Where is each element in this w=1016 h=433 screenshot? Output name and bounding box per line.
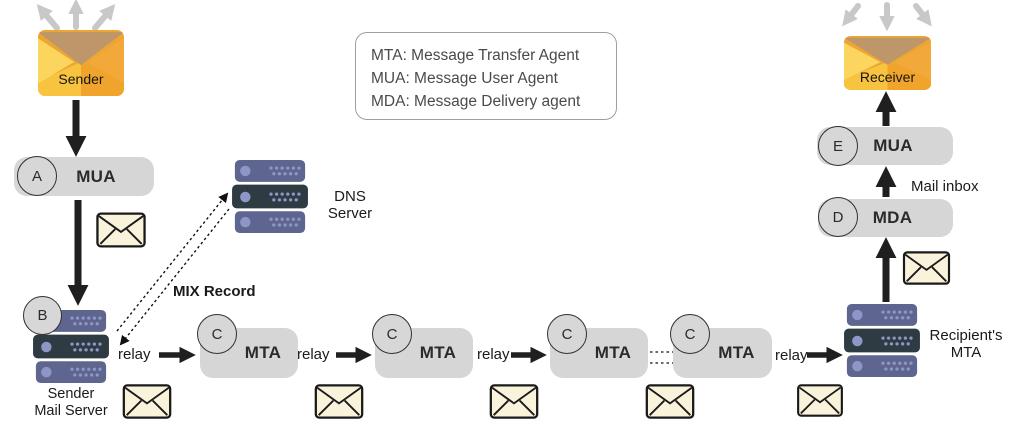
node-label: MTA: [718, 343, 755, 362]
node-label: MTA: [419, 343, 457, 362]
outgoing-arrows-icon: [36, 0, 116, 31]
node-mta-3: C MTA: [547, 314, 648, 378]
mix-record-label: MIX Record: [173, 283, 256, 300]
step-badge-c4: C: [670, 314, 710, 354]
recipient-server-label: Recipient's MTA: [929, 327, 1003, 361]
node-label: MUA: [873, 136, 913, 155]
step-badge-c3: C: [547, 314, 587, 354]
sender-label: Sender: [58, 71, 104, 87]
node-mta-2: C MTA: [372, 314, 473, 378]
step-letter: D: [832, 208, 844, 226]
mail-envelope-icon: [795, 384, 845, 422]
mail-inbox-label: Mail inbox: [911, 178, 979, 195]
relay-label-4: relay: [775, 347, 808, 364]
node-mua-sender: A MUA: [14, 156, 154, 196]
step-badge-c1: C: [197, 314, 237, 354]
relay-label-1: relay: [118, 346, 151, 363]
mail-envelope-icon: [314, 384, 364, 424]
step-badge-e: E: [818, 126, 858, 166]
incoming-arrows-icon: [842, 2, 932, 32]
legend-line-mua: MUA: Message User Agent: [371, 70, 558, 87]
mail-envelope-icon: [645, 384, 695, 424]
step-badge-a: A: [17, 156, 57, 196]
node-mda: D MDA: [818, 197, 953, 237]
step-badge-d: D: [818, 197, 858, 237]
recipient-mta-server-icon: [844, 304, 920, 378]
node-mta-4: C MTA: [670, 314, 772, 378]
receiver-label: Receiver: [859, 69, 916, 85]
dns-server-icon: [232, 160, 308, 234]
relay-label-2: relay: [297, 346, 330, 363]
mail-envelope-icon: [122, 384, 172, 424]
node-mua-receiver: E MUA: [817, 126, 953, 166]
node-label: MUA: [76, 166, 116, 186]
step-letter: C: [684, 325, 696, 343]
step-badge-b: B: [23, 296, 62, 335]
node-label: MTA: [244, 343, 282, 362]
dotted-link: [650, 351, 673, 364]
mail-envelope-icon: [489, 384, 539, 424]
legend-line-mta: MTA: Message Transfer Agent: [371, 47, 580, 64]
step-letter: B: [37, 307, 48, 324]
legend-line-mda: MDA: Message Delivery agent: [371, 93, 581, 110]
sender-envelope-icon: Sender: [38, 30, 124, 96]
relay-label-3: relay: [477, 346, 510, 363]
node-mta-1: C MTA: [197, 314, 298, 378]
node-label: MDA: [872, 208, 913, 227]
receiver-envelope-icon: Receiver: [844, 36, 931, 90]
step-letter: A: [31, 167, 42, 185]
step-letter: E: [832, 137, 843, 155]
sender-server-label: Sender Mail Server: [34, 386, 108, 419]
mail-envelope-icon: [901, 251, 952, 290]
step-letter: C: [386, 325, 398, 343]
step-badge-c2: C: [372, 314, 412, 354]
legend-box: MTA: Message Transfer Agent MUA: Message…: [355, 32, 617, 120]
mail-envelope-icon: [96, 212, 146, 253]
step-letter: C: [211, 325, 223, 343]
node-label: MTA: [594, 343, 632, 362]
dns-server-label: DNS Server: [327, 188, 373, 222]
step-letter: C: [561, 325, 573, 343]
